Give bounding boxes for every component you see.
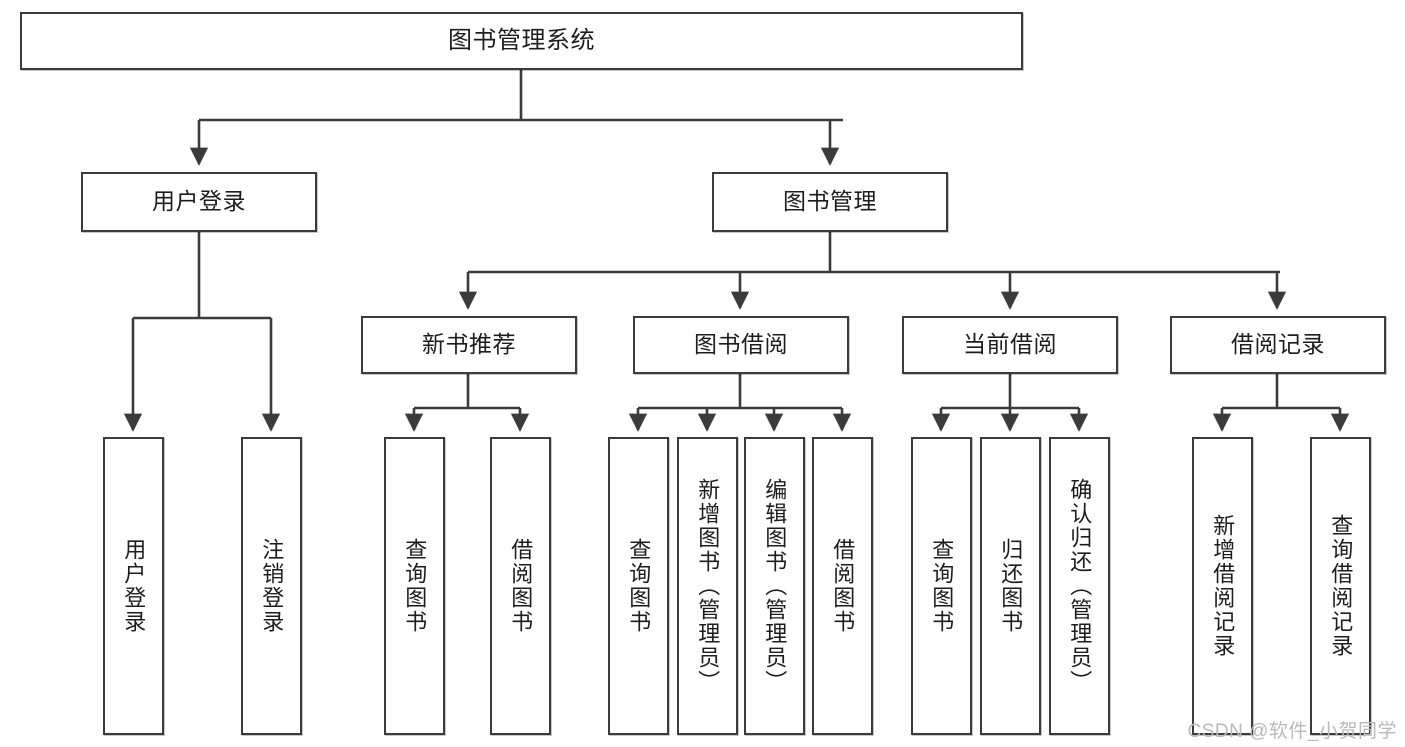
node-label: 图书借阅: [694, 331, 788, 358]
node-label: 查询图书: [402, 538, 428, 634]
leaf-edit-book-admin[interactable]: 编辑图书（管理员）: [744, 437, 805, 735]
node-label: 查询借阅记录: [1328, 514, 1354, 658]
leaf-return-book[interactable]: 归还图书: [980, 437, 1041, 735]
leaf-confirm-return-admin[interactable]: 确认归还（管理员）: [1049, 437, 1110, 735]
node-label: 用户登录: [121, 538, 147, 634]
node-label: 归还图书: [998, 538, 1024, 634]
node-label: 借阅图书: [830, 538, 856, 634]
leaf-borrow-book-borrow[interactable]: 借阅图书: [812, 437, 873, 735]
node-label: 借阅记录: [1231, 331, 1325, 358]
node-label: 新书推荐: [422, 331, 516, 358]
leaf-borrow-book-recommend[interactable]: 借阅图书: [490, 437, 551, 735]
node-borrow-record[interactable]: 借阅记录: [1170, 316, 1386, 374]
node-book-borrow[interactable]: 图书借阅: [633, 316, 849, 374]
node-label: 图书管理: [783, 188, 877, 215]
leaf-logout-login[interactable]: 注销登录: [241, 437, 302, 735]
node-root-system[interactable]: 图书管理系统: [20, 12, 1023, 70]
leaf-query-book-recommend[interactable]: 查询图书: [384, 437, 445, 735]
node-label: 当前借阅: [963, 331, 1057, 358]
node-user-login[interactable]: 用户登录: [81, 172, 317, 232]
node-label: 确认归还（管理员）: [1067, 478, 1093, 694]
leaf-query-book-current[interactable]: 查询图书: [911, 437, 972, 735]
node-label: 注销登录: [259, 538, 285, 634]
csdn-watermark: CSDN @软件_小贺同学: [1187, 721, 1397, 742]
node-label: 新增图书（管理员）: [695, 478, 721, 694]
node-label: 查询图书: [929, 538, 955, 634]
node-label: 用户登录: [152, 188, 246, 215]
node-book-management[interactable]: 图书管理: [712, 172, 948, 232]
node-label: 新增借阅记录: [1210, 514, 1236, 658]
leaf-query-book-borrow[interactable]: 查询图书: [608, 437, 669, 735]
leaf-query-borrow-record[interactable]: 查询借阅记录: [1310, 437, 1371, 735]
node-new-book-recommend[interactable]: 新书推荐: [361, 316, 577, 374]
leaf-user-login[interactable]: 用户登录: [103, 437, 164, 735]
node-label: 查询图书: [626, 538, 652, 634]
node-label: 借阅图书: [508, 538, 534, 634]
node-current-borrow[interactable]: 当前借阅: [902, 316, 1118, 374]
leaf-add-borrow-record[interactable]: 新增借阅记录: [1192, 437, 1253, 735]
node-label: 图书管理系统: [448, 26, 595, 54]
node-label: 编辑图书（管理员）: [762, 478, 788, 694]
leaf-add-book-admin[interactable]: 新增图书（管理员）: [677, 437, 738, 735]
